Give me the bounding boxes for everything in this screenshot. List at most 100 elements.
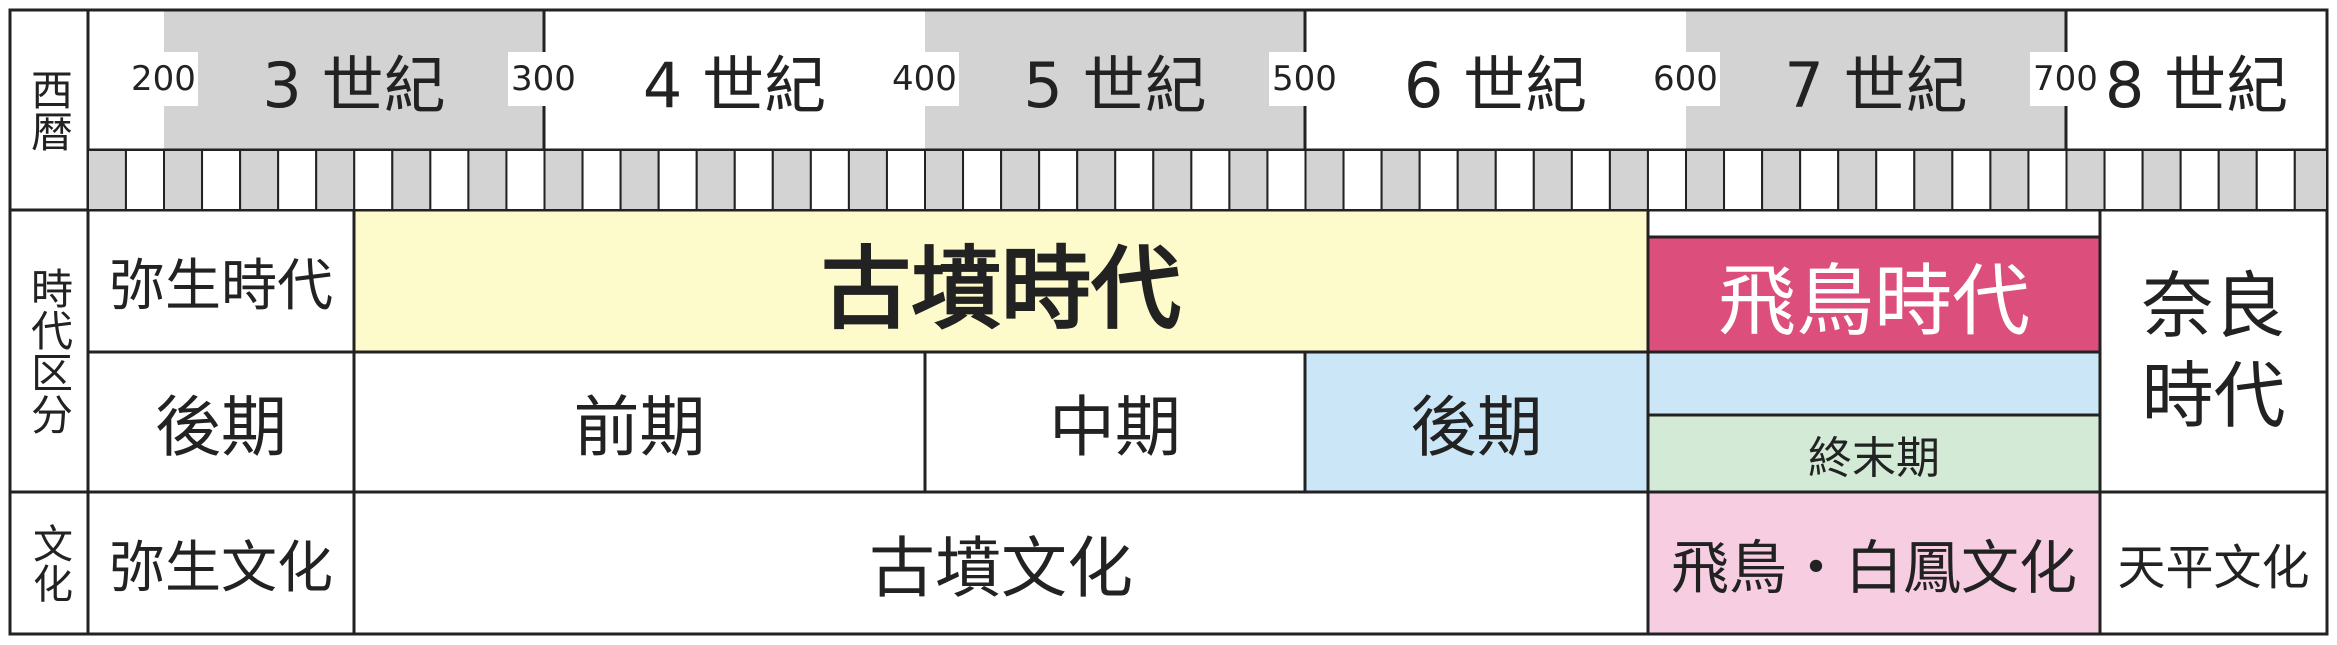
- decade-tick-cell: [1532, 149, 1573, 211]
- century-label-4: 4 世紀: [642, 49, 827, 122]
- year-label-600: 600: [1650, 52, 1720, 106]
- decade-tick-cell: [1913, 149, 1954, 211]
- era-nara-line-2: 時代: [2141, 354, 2286, 438]
- decade-tick-cell: [1000, 149, 1041, 211]
- culture-tenpyo: 天平文化: [2117, 540, 2310, 596]
- decade-tick-cell: [505, 149, 546, 211]
- asuka-culture-band: [1648, 492, 2100, 634]
- subperiod-yayoi-late: 後期: [155, 389, 287, 466]
- decade-tick-cell: [353, 149, 394, 211]
- decade-tick-cell: [543, 149, 584, 211]
- decade-tick-cell: [1608, 149, 1649, 211]
- decade-tick-cell: [2065, 149, 2106, 211]
- decade-tick-cell: [163, 149, 204, 211]
- year-label-200: 200: [128, 52, 198, 106]
- decade-tick-cell: [1989, 149, 2030, 211]
- decade-tick-cell: [1799, 149, 1840, 211]
- decade-tick-cell: [2103, 149, 2144, 211]
- terminal-period-band: [1648, 415, 2100, 492]
- decade-tick-cell: [1646, 149, 1687, 211]
- decade-tick-cell: [391, 149, 432, 211]
- decade-tick-cell: [733, 149, 774, 211]
- century-band-3: [164, 10, 544, 150]
- subperiod-middle: 中期: [1049, 389, 1181, 466]
- decade-tick-cell: [1228, 149, 1269, 211]
- decade-tick-cell: [1494, 149, 1535, 211]
- year-tick-row: [87, 149, 2329, 211]
- decade-tick-cell: [657, 149, 698, 211]
- decade-tick-cell: [1723, 149, 1764, 211]
- decade-tick-cell: [315, 149, 356, 211]
- century-band-7: [1686, 10, 2066, 150]
- year-label-300: 300: [508, 52, 578, 106]
- year-label-500: 500: [1269, 52, 1339, 106]
- decade-tick-cell: [1190, 149, 1231, 211]
- year-label-400: 400: [889, 52, 959, 106]
- decade-tick-cell: [1418, 149, 1459, 211]
- decade-tick-cell: [581, 149, 622, 211]
- decade-tick-cell: [1304, 149, 1345, 211]
- decade-tick-cell: [1266, 149, 1307, 211]
- decade-tick-cell: [1342, 149, 1383, 211]
- decade-tick-cell: [1837, 149, 1878, 211]
- header-culture: 文化: [10, 492, 88, 634]
- decade-tick-cell: [1875, 149, 1916, 211]
- culture-kofun: 古墳文化: [869, 530, 1133, 607]
- year-label-700: 700: [2030, 52, 2100, 106]
- era-nara: 奈良 時代: [2100, 210, 2327, 492]
- subperiod-terminal: 終末期: [1808, 432, 1940, 484]
- decade-tick-cell: [1761, 149, 1802, 211]
- decade-tick-cell: [429, 149, 470, 211]
- decade-tick-cell: [2255, 149, 2296, 211]
- header-period-division-label: 時代区分: [24, 267, 74, 435]
- century-label-5: 5 世紀: [1023, 49, 1207, 122]
- header-culture-label: 文化: [26, 523, 72, 603]
- decade-tick-cell: [962, 149, 1003, 211]
- kofun-era-band: [354, 210, 1648, 352]
- decade-tick-cell: [2293, 149, 2329, 211]
- decade-tick-cell: [1685, 149, 1726, 211]
- decade-tick-cell: [124, 149, 165, 211]
- decade-tick-cell: [1570, 149, 1611, 211]
- decade-tick-cell: [467, 149, 508, 211]
- decade-tick-cell: [1380, 149, 1421, 211]
- decade-tick-cell: [1076, 149, 1117, 211]
- century-label-7: 7 世紀: [1784, 49, 1968, 122]
- decade-tick-cell: [2179, 149, 2220, 211]
- era-yayoi: 弥生時代: [109, 253, 333, 319]
- decade-tick-cell: [847, 149, 888, 211]
- asuka-era-band: [1648, 237, 2100, 352]
- decade-tick-cell: [771, 149, 812, 211]
- subperiod-early: 前期: [573, 389, 706, 466]
- decade-tick-cell: [201, 149, 242, 211]
- century-label-6: 6 世紀: [1403, 49, 1588, 122]
- culture-asuka-hakuho: 飛鳥・白鳳文化: [1670, 534, 2077, 602]
- subperiod-late: 後期: [1410, 389, 1543, 466]
- header-western-calendar-label: 西暦: [24, 68, 74, 152]
- decade-tick-cell: [809, 149, 850, 211]
- decade-tick-cell: [695, 149, 736, 211]
- decade-tick-cell: [2141, 149, 2182, 211]
- century-band-5: [925, 10, 1305, 150]
- era-nara-line-1: 奈良: [2141, 264, 2286, 348]
- decade-tick-cell: [2217, 149, 2258, 211]
- decade-tick-cell: [1456, 149, 1497, 211]
- decade-tick-cell: [1152, 149, 1193, 211]
- century-label-8: 8 世紀: [2104, 49, 2289, 122]
- era-kofun: 古墳時代: [821, 237, 1181, 342]
- decade-tick-cell: [1038, 149, 1079, 211]
- decade-tick-cell: [87, 149, 127, 211]
- culture-yayoi: 弥生文化: [109, 535, 333, 601]
- header-western-calendar: 西暦: [10, 10, 88, 210]
- decade-tick-cell: [1114, 149, 1155, 211]
- decade-tick-cell: [1951, 149, 1992, 211]
- decade-tick-cell: [239, 149, 280, 211]
- era-asuka: 飛鳥時代: [1717, 256, 2030, 347]
- decade-tick-cell: [924, 149, 965, 211]
- decade-tick-cell: [2027, 149, 2068, 211]
- decade-tick-cell: [619, 149, 660, 211]
- decade-tick-cell: [885, 149, 927, 211]
- decade-tick-cell: [277, 149, 318, 211]
- century-label-3: 3 世紀: [262, 49, 446, 122]
